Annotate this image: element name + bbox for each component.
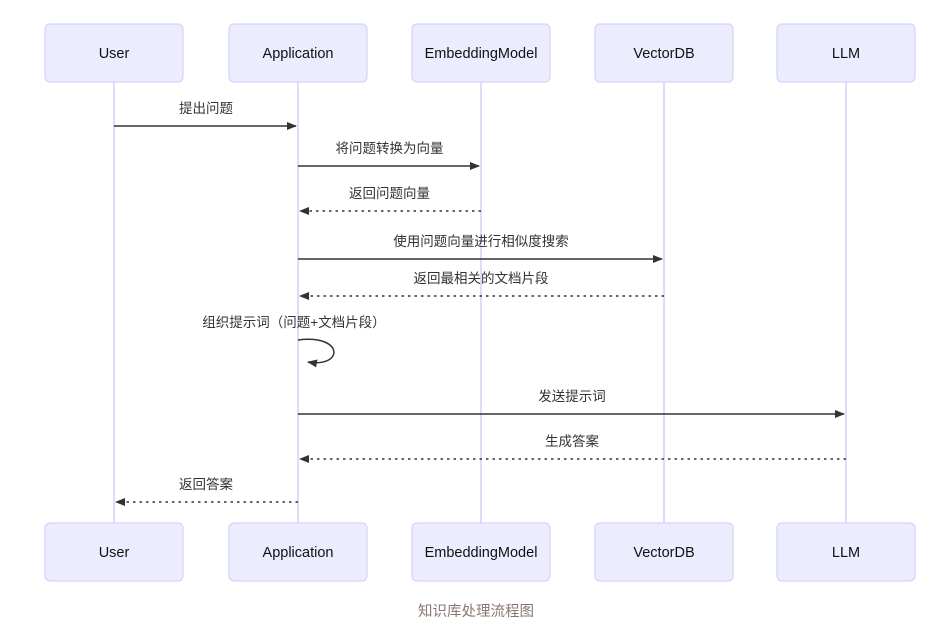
actor-vectordb-bottom[interactable]: VectorDB: [594, 522, 734, 582]
message-label-7: 生成答案: [545, 433, 599, 449]
message-label-2: 返回问题向量: [349, 186, 430, 201]
message-4: 返回最相关的文档片段: [299, 271, 664, 300]
actor-label-user: User: [99, 545, 130, 561]
actor-label-embeddingmodel: EmbeddingModel: [425, 46, 538, 62]
message-label-3: 使用问题向量进行相似度搜索: [393, 233, 569, 249]
message-label-0: 提出问题: [179, 101, 233, 116]
actor-box-vectordb: [594, 522, 734, 582]
actor-label-application: Application: [263, 545, 334, 561]
message-2: 返回问题向量: [299, 186, 481, 215]
actor-label-user: User: [99, 46, 130, 62]
actor-box-embeddingmodel: [411, 23, 551, 83]
actor-user-bottom[interactable]: User: [44, 522, 184, 582]
actor-application-top[interactable]: Application: [228, 23, 368, 83]
actor-llm-bottom[interactable]: LLM: [776, 522, 916, 582]
actor-label-embeddingmodel: EmbeddingModel: [425, 545, 538, 561]
message-0: 提出问题: [114, 101, 297, 130]
actor-vectordb-top[interactable]: VectorDB: [594, 23, 734, 83]
message-label-6: 发送提示词: [538, 389, 606, 404]
actor-box-application: [228, 522, 368, 582]
lifelines-group: [113, 82, 847, 523]
actor-box-embeddingmodel: [411, 522, 551, 582]
actor-box-vectordb: [594, 23, 734, 83]
actor-box-user: [44, 23, 184, 83]
actor-label-vectordb: VectorDB: [633, 46, 694, 62]
message-label-1: 将问题转换为向量: [336, 141, 444, 156]
actor-embeddingmodel-top[interactable]: EmbeddingModel: [411, 23, 551, 83]
diagram-caption: 知识库处理流程图: [418, 603, 534, 620]
actor-label-application: Application: [263, 46, 334, 62]
actor-application-bottom[interactable]: Application: [228, 522, 368, 582]
actor-box-llm: [776, 522, 916, 582]
actor-box-llm: [776, 23, 916, 83]
actor-llm-top[interactable]: LLM: [776, 23, 916, 83]
actor-boxes-bottom: User Application EmbeddingModel VectorDB LLM: [44, 522, 916, 582]
message-8: 返回答案: [115, 476, 298, 506]
actor-label-llm: LLM: [832, 545, 860, 561]
message-6: 发送提示词: [298, 389, 845, 418]
message-3: 使用问题向量进行相似度搜索: [298, 233, 663, 263]
actor-label-vectordb: VectorDB: [633, 545, 694, 561]
actor-user-top[interactable]: User: [44, 23, 184, 83]
actor-boxes-top: User Application EmbeddingModel VectorDB LLM: [44, 23, 916, 83]
message-label-4: 返回最相关的文档片段: [414, 271, 549, 286]
message-label-8: 返回答案: [179, 476, 233, 492]
message-1: 将问题转换为向量: [298, 141, 480, 170]
actor-embeddingmodel-bottom[interactable]: EmbeddingModel: [411, 522, 551, 582]
actor-box-user: [44, 522, 184, 582]
actor-label-llm: LLM: [832, 46, 860, 62]
message-7: 生成答案: [299, 433, 846, 463]
actor-box-application: [228, 23, 368, 83]
message-self-loop-path: [297, 338, 335, 368]
message-5: 组织提示词（问题+文档片段）: [202, 315, 386, 368]
messages-group: 提出问题将问题转换为向量返回问题向量使用问题向量进行相似度搜索返回最相关的文档片…: [114, 101, 846, 506]
message-label-5: 组织提示词（问题+文档片段）: [202, 315, 385, 330]
